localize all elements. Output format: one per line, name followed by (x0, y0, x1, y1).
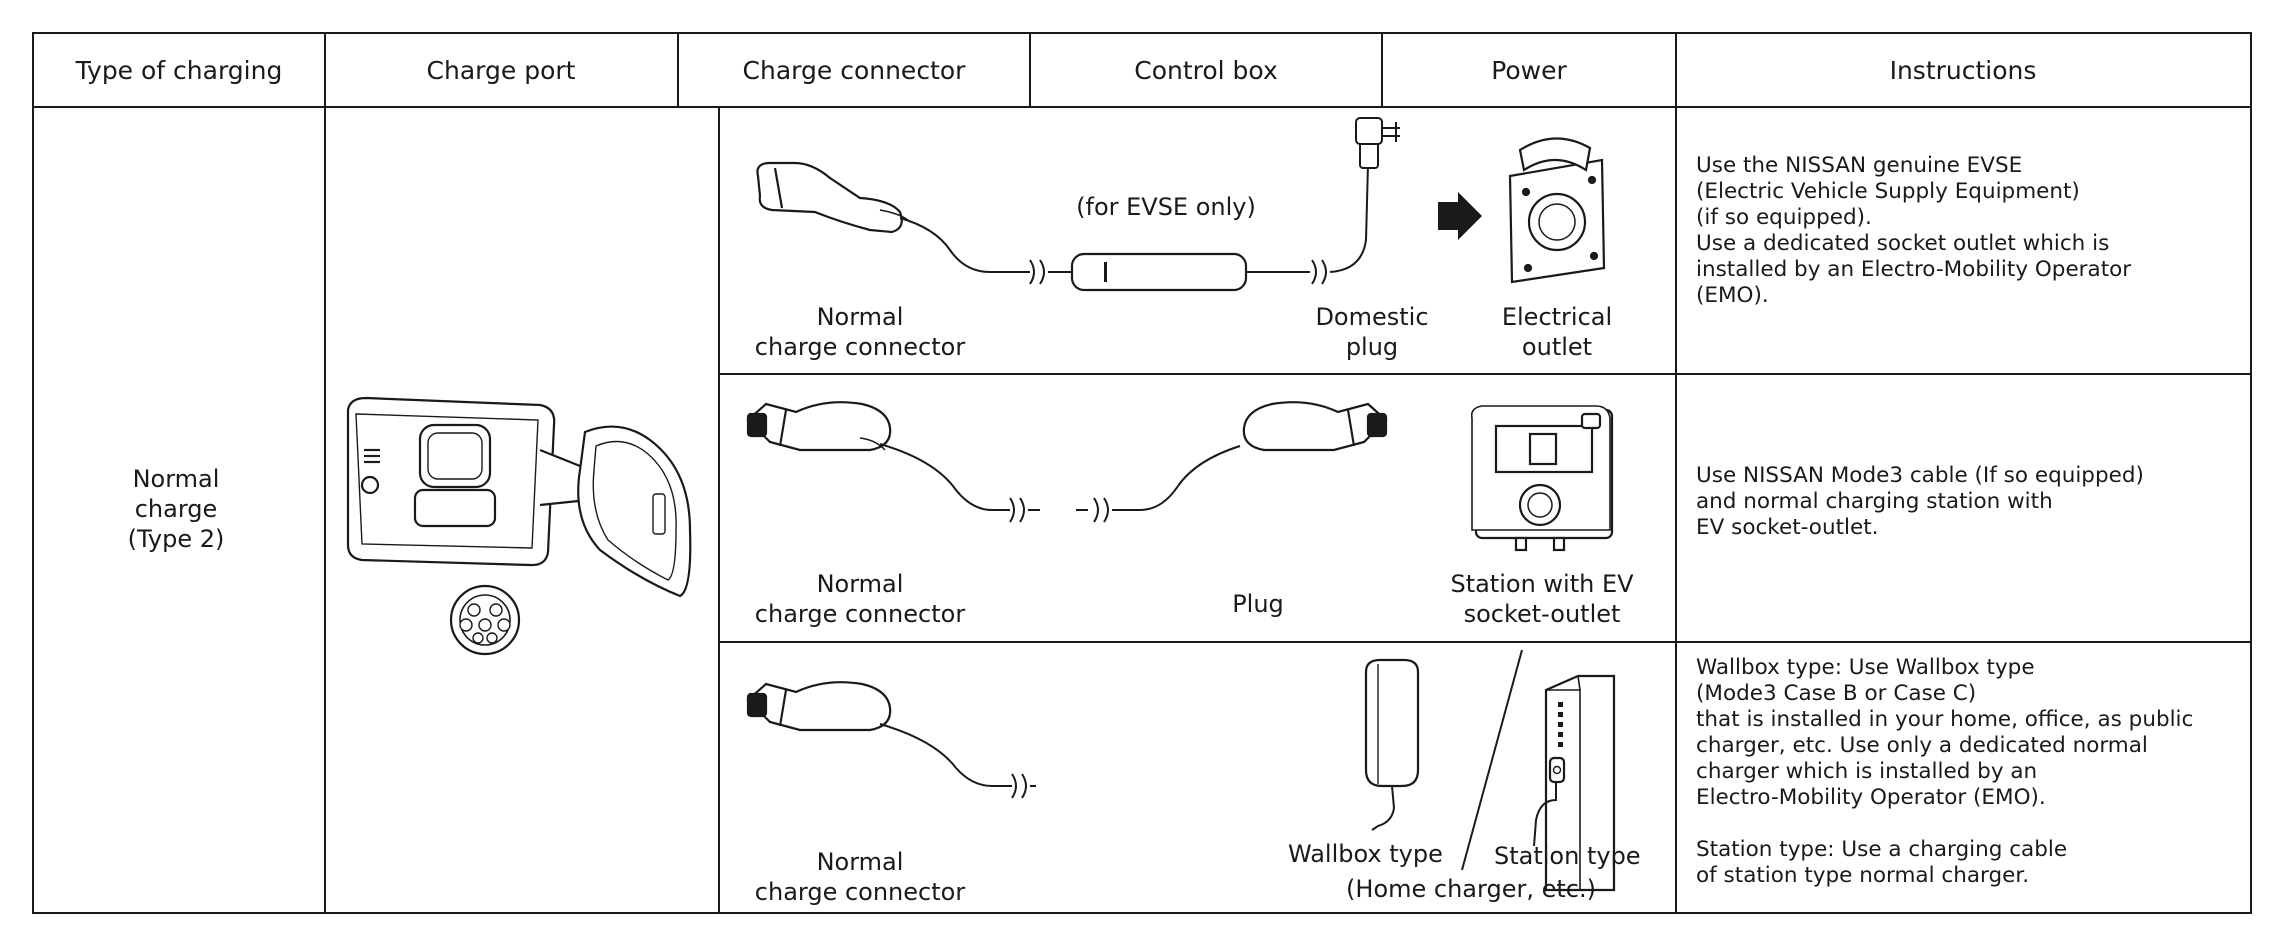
row1-instruction-line: Use a dedicated socket outlet which is (1696, 231, 2109, 256)
type-label-line-2: charge (135, 495, 218, 523)
row3-connector-label-line-2: charge connector (755, 878, 966, 906)
mode3-cable-left (879, 443, 1010, 511)
row3-instruction-line: charger, etc. Use only a dedicated norma… (1696, 733, 2148, 758)
cable-break-mark-3 (1009, 497, 1025, 523)
row1-connector-label-line-2: charge connector (755, 333, 966, 361)
electrical-outlet-label-line-2: outlet (1522, 333, 1592, 361)
domestic-plug-label-line-2: plug (1346, 333, 1398, 361)
mode3-connector-illustration (746, 401, 892, 452)
row3-instruction-line: Station type: Use a charging cable (1696, 837, 2067, 862)
header-charge-connector: Charge connector (743, 56, 967, 85)
ev-station-socket-illustration (1470, 405, 1614, 552)
cable-break-mark-5 (1011, 773, 1027, 799)
row1-connector-label-line-1: Normal (817, 303, 904, 331)
cable-break-mark (1029, 259, 1045, 285)
header-power: Power (1491, 56, 1567, 85)
header-instructions: Instructions (1890, 56, 2037, 85)
row2-connector-label-line-2: charge connector (755, 600, 966, 628)
evse-connector-illustration (756, 161, 911, 234)
mode3-plug-illustration (1242, 401, 1388, 452)
type-label-line-3: (Type 2) (128, 525, 225, 553)
domestic-plug-illustration (1355, 117, 1400, 169)
row1-instruction-line: (if so equipped). (1696, 205, 1872, 230)
row1-instruction-line: installed by an Electro-Mobility Operato… (1696, 257, 2131, 282)
cable-break-mark-2 (1311, 259, 1327, 285)
station-socket-label-line-2: socket-outlet (1464, 600, 1621, 628)
row1-instruction-line: (Electric Vehicle Supply Equipment) (1696, 179, 2080, 204)
row1-instruction-line: Use the NISSAN genuine EVSE (1696, 153, 2022, 178)
header-control-box: Control box (1134, 56, 1278, 85)
row-wallbox-station: Wallbox type Station type (Home charger,… (746, 649, 2193, 906)
row3-connector-label-line-1: Normal (817, 848, 904, 876)
row2-instruction-line: and normal charging station with (1696, 489, 2053, 514)
domestic-plug-label-line-1: Domestic (1315, 303, 1428, 331)
header-charge-port: Charge port (427, 56, 576, 85)
row2-instruction-line: Use NISSAN Mode3 cable (If so equipped) (1696, 463, 2144, 488)
table-grid (32, 32, 2252, 914)
row-mode3-cable: Normal charge connector Plug Station wit… (746, 401, 2144, 628)
evse-cable-left (899, 217, 1030, 273)
row2-instructions: Use NISSAN Mode3 cable (If so equipped) … (1696, 463, 2144, 540)
row1-instruction-line: (EMO). (1696, 283, 1769, 308)
charge-port-illustration (346, 396, 692, 656)
row1-instructions: Use the NISSAN genuine EVSE (Electric Ve… (1696, 153, 2131, 308)
electrical-outlet-illustration (1508, 137, 1606, 284)
row3-cable (879, 723, 1012, 787)
port-socket-lower (413, 488, 497, 528)
type-label-line-1: Normal (133, 465, 220, 493)
separator-slash (1461, 649, 1523, 871)
row3-instruction-line: of station type normal charger. (1696, 863, 2029, 888)
row3-connector-illustration (746, 681, 892, 732)
row2-connector-label-line-1: Normal (817, 570, 904, 598)
plug-label: Plug (1232, 590, 1284, 618)
row3-instruction-line: Wallbox type: Use Wallbox type (1696, 655, 2035, 680)
row3-instruction-line: that is installed in your home, office, … (1696, 707, 2193, 732)
cable-break-mark-4 (1093, 497, 1109, 523)
row3-instruction-line: (Mode3 Case B or Case C) (1696, 681, 1976, 706)
evse-cable-right (1329, 163, 1369, 273)
wallbox-type-label: Wallbox type (1288, 840, 1443, 868)
home-charger-label: (Home charger, etc.) (1346, 875, 1596, 903)
type-of-charging-cell: Normal charge (Type 2) (128, 465, 225, 553)
charging-station-illustration (1533, 674, 1616, 892)
row3-instruction-line: charger which is installed by an (1696, 759, 2037, 784)
row3-instructions: Wallbox type: Use Wallbox type (Mode3 Ca… (1696, 655, 2193, 888)
mode3-cable-right (1112, 445, 1241, 511)
row2-instruction-line: EV socket-outlet. (1696, 515, 1878, 540)
station-socket-label-line-1: Station with EV (1450, 570, 1634, 598)
wallbox-illustration (1364, 658, 1420, 831)
evse-control-box-illustration (1070, 252, 1248, 292)
header-type-of-charging: Type of charging (75, 56, 283, 85)
row-evse: Normal charge connector (for EVSE only) … (755, 117, 2131, 361)
electrical-outlet-label-line-1: Electrical (1502, 303, 1612, 331)
station-type-label: Station type (1494, 842, 1641, 870)
arrow-right-icon (1438, 192, 1482, 240)
control-box-note: (for EVSE only) (1076, 193, 1256, 221)
row3-instruction-line: Electro-Mobility Operator (EMO). (1696, 785, 2046, 810)
table-header: Type of charging Charge port Charge conn… (75, 56, 2037, 85)
